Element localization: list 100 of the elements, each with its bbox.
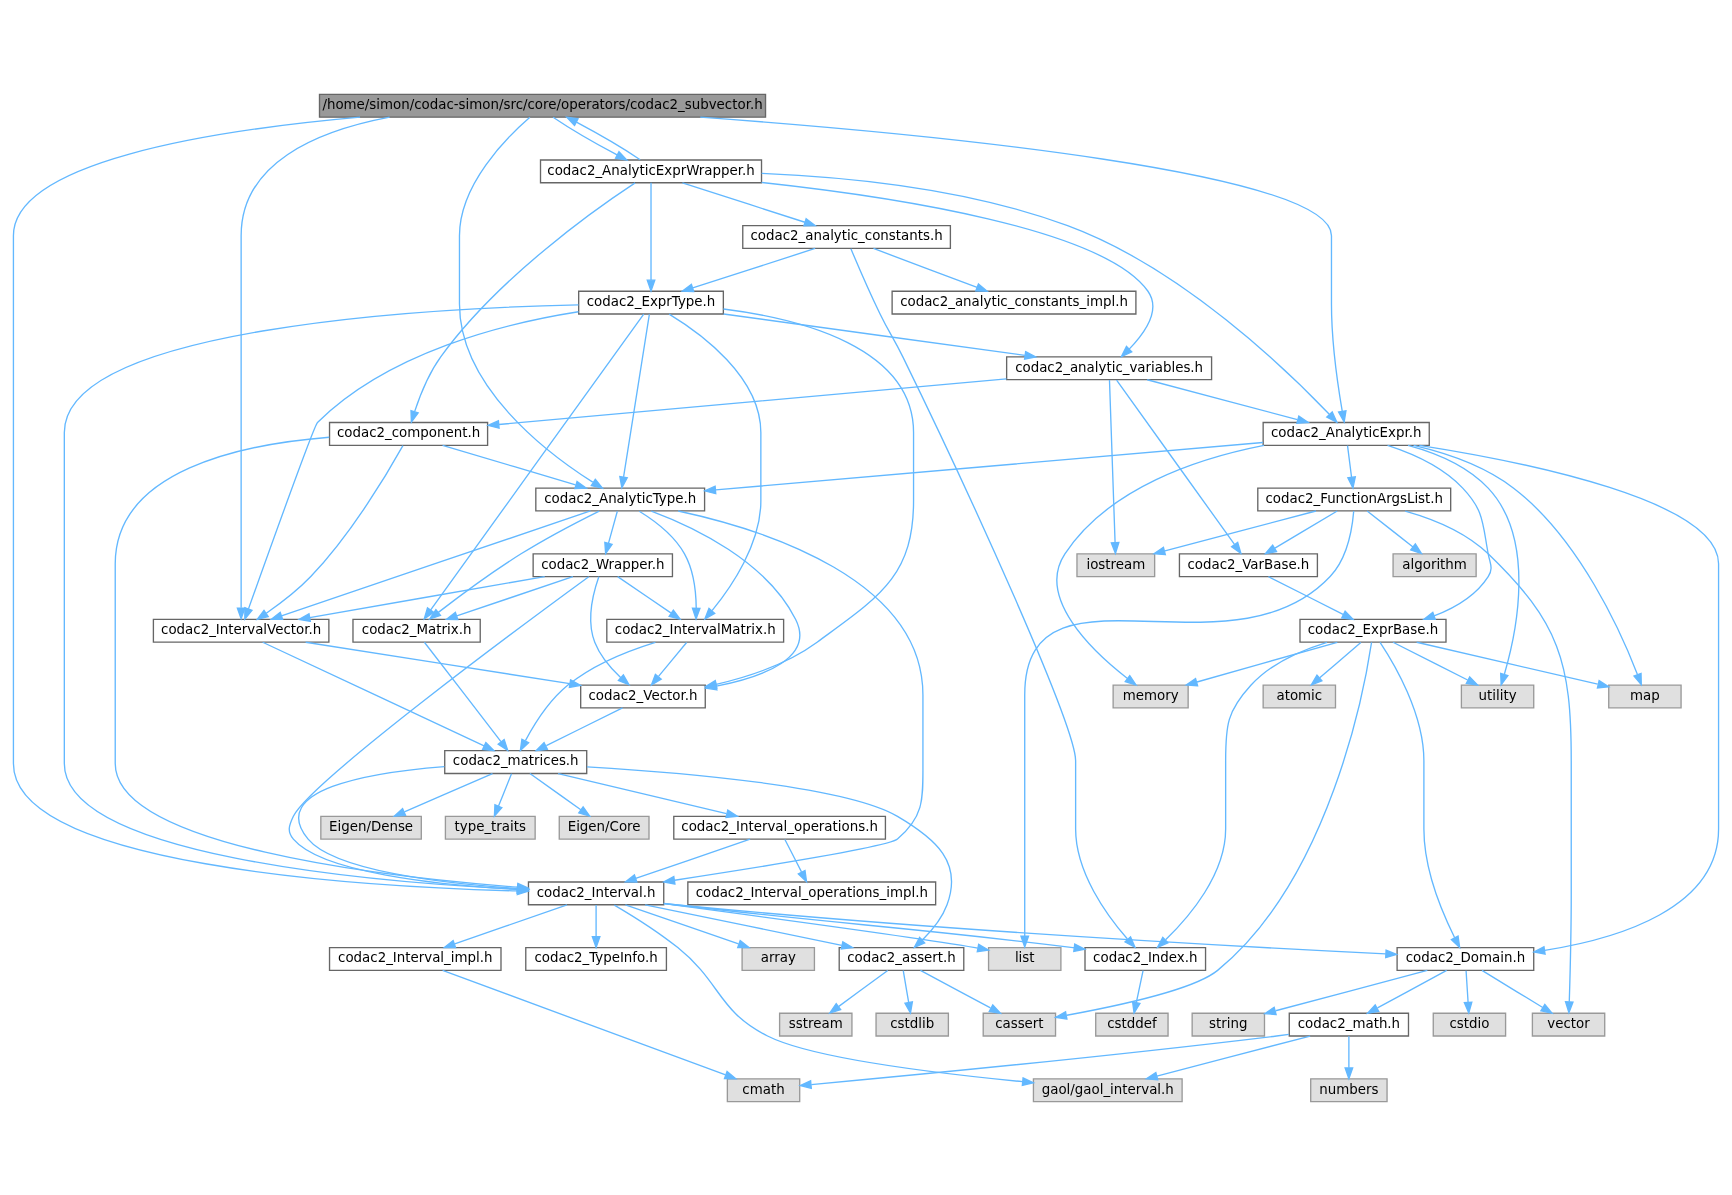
- node-box: codac2_ExprType.h: [578, 290, 724, 315]
- node-box: codac2_FunctionArgsList.h: [1257, 487, 1452, 512]
- node-box: gaol/gaol_interval.h: [1032, 1077, 1183, 1102]
- node-box: Eigen/Core: [558, 815, 650, 840]
- node-box: codac2_AnalyticExprWrapper.h: [539, 158, 763, 183]
- arrow: [761, 172, 1339, 424]
- node-box: codac2_math.h: [1288, 1012, 1410, 1037]
- arrow: [1184, 641, 1338, 686]
- node-box: codac2_IntervalVector.h: [152, 618, 330, 643]
- arrow: [1056, 444, 1265, 686]
- arrow: [798, 1033, 1290, 1089]
- arrow: [619, 313, 650, 490]
- arrow: [557, 772, 740, 818]
- arrow: [663, 902, 1399, 959]
- arrow: [702, 441, 1264, 495]
- node-box: cstddef: [1095, 1012, 1169, 1037]
- node-box: codac2_IntervalMatrix.h: [606, 618, 785, 643]
- node-box: list: [987, 946, 1062, 971]
- arrow: [1131, 969, 1144, 1015]
- arrow: [1346, 444, 1357, 490]
- arrow: [1412, 444, 1642, 687]
- arrow: [681, 181, 818, 227]
- arrow: [529, 772, 592, 817]
- arrow: [604, 510, 618, 556]
- arrow: [1365, 969, 1448, 1014]
- arrow: [661, 509, 924, 885]
- node-box: string: [1191, 1012, 1266, 1037]
- arrow: [644, 903, 855, 950]
- node-box: cmath: [726, 1077, 801, 1102]
- node-box: cassert: [982, 1012, 1057, 1037]
- arrow: [441, 444, 589, 489]
- arrow: [1146, 378, 1311, 424]
- node-box: cstdio: [1432, 1012, 1507, 1037]
- arrow: [262, 641, 496, 751]
- node-box: array: [741, 946, 816, 971]
- node-box: iostream: [1076, 552, 1156, 577]
- arrow: [236, 116, 391, 621]
- node-box: codac2_analytic_constants.h: [742, 224, 952, 249]
- arrow: [1366, 509, 1424, 555]
- node-box: Eigen/Dense: [320, 815, 422, 840]
- node-box: codac2_analytic_variables.h: [1005, 355, 1213, 380]
- arrow: [646, 181, 656, 293]
- node-box: codac2_Interval.h: [527, 880, 665, 905]
- arrow: [617, 575, 682, 620]
- arrow: [590, 575, 631, 686]
- arrow: [255, 444, 404, 621]
- arrow: [1386, 444, 1492, 620]
- arrow: [919, 969, 1003, 1014]
- node-box: codac2_VarBase.h: [1178, 552, 1319, 577]
- arrow: [297, 575, 546, 622]
- arrow: [1379, 641, 1461, 949]
- node-box: /home/simon/codac-simon/src/core/operators/codac2_subvector.h: [318, 93, 767, 118]
- arrow: [1267, 575, 1355, 620]
- arrow: [1344, 1035, 1354, 1081]
- node-box: codac2_Wrapper.h: [532, 552, 674, 577]
- arrow: [269, 509, 592, 620]
- arrow: [305, 641, 583, 688]
- arrow: [428, 509, 600, 620]
- arrow: [784, 838, 808, 884]
- arrow: [1108, 378, 1120, 555]
- node-box: codac2_TypeInfo.h: [525, 946, 668, 971]
- node-box: map: [1608, 683, 1682, 708]
- arrow: [591, 903, 601, 949]
- arrow: [423, 312, 645, 620]
- arrow: [493, 772, 513, 818]
- arrow: [1392, 641, 1480, 686]
- node-box: utility: [1460, 683, 1535, 708]
- arrow: [442, 903, 568, 948]
- node-box: codac2_Interval_operations.h: [673, 815, 887, 840]
- arrow: [1481, 969, 1554, 1014]
- arrow: [872, 247, 990, 292]
- arrow: [458, 116, 605, 489]
- arrow: [1309, 641, 1362, 686]
- arrow: [663, 902, 991, 953]
- arrow: [623, 838, 751, 883]
- arrow: [410, 181, 636, 424]
- node-box: codac2_AnalyticExpr.h: [1262, 421, 1430, 446]
- node-box: codac2_matrices.h: [444, 749, 588, 774]
- arrow: [1152, 509, 1317, 555]
- arrow: [680, 247, 816, 292]
- node-box: codac2_Interval_operations_impl.h: [687, 880, 937, 905]
- node-box: codac2_Matrix.h: [352, 618, 481, 643]
- arrow: [699, 115, 1347, 424]
- arrow: [828, 969, 889, 1014]
- arrow: [441, 969, 738, 1079]
- arrow: [722, 312, 1038, 360]
- node-box: sstream: [778, 1012, 853, 1037]
- arrow: [486, 377, 1008, 429]
- arrow: [760, 181, 1154, 358]
- arrow: [586, 765, 953, 949]
- node-box: codac2_component.h: [328, 421, 489, 446]
- node-box: codac2_ExprBase.h: [1299, 618, 1447, 643]
- arrow: [552, 116, 629, 161]
- arrow: [650, 641, 688, 686]
- arrow: [1115, 378, 1243, 555]
- arrow: [1144, 1034, 1311, 1080]
- arrow: [624, 903, 751, 948]
- node-box: numbers: [1310, 1077, 1388, 1102]
- arrow: [534, 706, 624, 752]
- arrow: [423, 641, 509, 752]
